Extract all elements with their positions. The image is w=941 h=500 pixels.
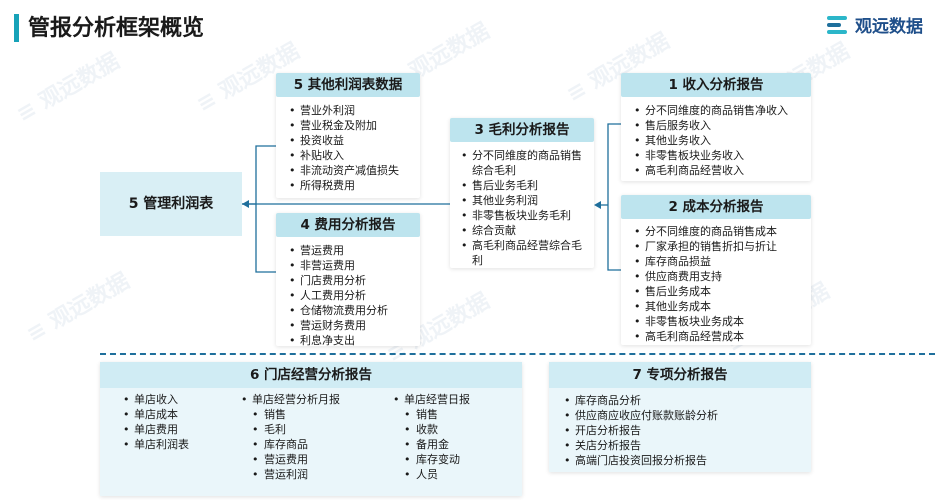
list-item: 单店成本: [122, 407, 242, 422]
expense-list: 营运费用 非营运费用 门店费用分析 人工费用分析 仓储物流费用分析 营运财务费用…: [288, 243, 418, 348]
store-col3-list: 单店经营日报 销售 收款 备用金 库存变动 人员: [392, 392, 517, 482]
brand: 观远数据: [825, 12, 923, 37]
brand-name: 观远数据: [855, 17, 923, 37]
list-item: 投资收益: [288, 133, 418, 148]
income-list: 分不同维度的商品销售净收入 售后服务收入 其他业务收入 非零售板块业务收入 高毛…: [633, 103, 809, 178]
list-item: 营运利润: [240, 467, 380, 482]
list-item: 其他业务成本: [633, 299, 811, 314]
list-item: 备用金: [392, 437, 517, 452]
gross-profit-analysis-title: 3 毛利分析报告: [450, 118, 594, 142]
section-divider: [100, 353, 935, 355]
list-item: 库存商品分析: [563, 393, 808, 408]
list-item: 营运费用: [288, 243, 418, 258]
store-col2-list: 单店经营分析月报 销售 毛利 库存商品 营运费用 营运利润: [240, 392, 380, 482]
list-item: 非营运费用: [288, 258, 418, 273]
list-item: 厂家承担的销售折扣与折让: [633, 239, 811, 254]
list-item: 非零售板块业务收入: [633, 148, 809, 163]
list-item: 仓储物流费用分析: [288, 303, 418, 318]
list-item: 非流动资产减值损失: [288, 163, 418, 178]
store-operation-title: 6 门店经营分析报告: [100, 362, 522, 388]
list-item: 单店收入: [122, 392, 242, 407]
list-item: 高毛利商品经营收入: [633, 163, 809, 178]
list-item: 库存商品: [240, 437, 380, 452]
expense-analysis-title: 4 费用分析报告: [276, 213, 420, 237]
list-item: 高毛利商品经营综合毛利: [460, 238, 590, 268]
store-operation-box: 6 门店经营分析报告 单店收入 单店成本 单店费用 单店利润表 单店经营分析月报…: [100, 362, 522, 496]
list-item: 人工费用分析: [288, 288, 418, 303]
list-item: 库存商品损益: [633, 254, 811, 269]
list-item: 非零售板块业务成本: [633, 314, 811, 329]
list-item: 分不同维度的商品销售净收入: [633, 103, 809, 118]
list-item: 其他业务利润: [460, 193, 590, 208]
list-item: 人员: [392, 467, 517, 482]
list-item: 收款: [392, 422, 517, 437]
special-analysis-title: 7 专项分析报告: [549, 362, 811, 388]
list-item: 关店分析报告: [563, 438, 808, 453]
list-item: 营业税金及附加: [288, 118, 418, 133]
cost-list: 分不同维度的商品销售成本 厂家承担的销售折扣与折让 库存商品损益 供应商费用支持…: [633, 224, 811, 344]
list-item: 单店经营分析月报: [240, 392, 380, 407]
list-item: 门店费用分析: [288, 273, 418, 288]
list-item: 单店经营日报: [392, 392, 517, 407]
other-profit-data-title: 5 其他利润表数据: [276, 73, 420, 97]
list-item: 供应商应收应付账款账龄分析: [563, 408, 808, 423]
special-analysis-box: 7 专项分析报告 库存商品分析 供应商应收应付账款账龄分析 开店分析报告 关店分…: [549, 362, 811, 472]
list-item: 其他业务收入: [633, 133, 809, 148]
income-analysis-title: 1 收入分析报告: [621, 73, 811, 97]
title-accent-bar: [14, 14, 19, 42]
list-item: 单店费用: [122, 422, 242, 437]
list-item: 高端门店投资回报分析报告: [563, 453, 808, 468]
store-col1-list: 单店收入 单店成本 单店费用 单店利润表: [122, 392, 242, 452]
page-title: 管报分析框架概览: [28, 16, 205, 41]
gross-profit-analysis-box: 3 毛利分析报告 分不同维度的商品销售综合毛利 售后业务毛利 其他业务利润 非零…: [450, 118, 594, 268]
list-item: 高毛利商品经营成本: [633, 329, 811, 344]
list-item: 售后服务收入: [633, 118, 809, 133]
list-item: 分不同维度的商品销售综合毛利: [460, 148, 590, 178]
list-item: 单店利润表: [122, 437, 242, 452]
list-item: 销售: [240, 407, 380, 422]
list-item: 毛利: [240, 422, 380, 437]
gross-profit-list: 分不同维度的商品销售综合毛利 售后业务毛利 其他业务利润 非零售板块业务毛利 综…: [460, 148, 590, 268]
brand-logo-icon: [827, 15, 847, 34]
list-item: 补贴收入: [288, 148, 418, 163]
other-profit-data-box: 5 其他利润表数据 营业外利润 营业税金及附加 投资收益 补贴收入 非流动资产减…: [276, 73, 420, 198]
expense-analysis-box: 4 费用分析报告 营运费用 非营运费用 门店费用分析 人工费用分析 仓储物流费用…: [276, 213, 420, 348]
list-item: 销售: [392, 407, 517, 422]
list-item: 营运费用: [240, 452, 380, 467]
list-item: 营运财务费用: [288, 318, 418, 333]
list-item: 非零售板块业务毛利: [460, 208, 590, 223]
cost-analysis-box: 2 成本分析报告 分不同维度的商品销售成本 厂家承担的销售折扣与折让 库存商品损…: [621, 195, 811, 345]
list-item: 综合贡献: [460, 223, 590, 238]
list-item: 售后业务成本: [633, 284, 811, 299]
list-item: 开店分析报告: [563, 423, 808, 438]
list-item: 分不同维度的商品销售成本: [633, 224, 811, 239]
special-list: 库存商品分析 供应商应收应付账款账龄分析 开店分析报告 关店分析报告 高端门店投…: [563, 393, 808, 468]
list-item: 营业外利润: [288, 103, 418, 118]
list-item: 利息净支出: [288, 333, 418, 348]
list-item: 所得税费用: [288, 178, 418, 193]
management-profit-table: 5 管理利润表: [100, 172, 242, 236]
other-profit-list: 营业外利润 营业税金及附加 投资收益 补贴收入 非流动资产减值损失 所得税费用: [288, 103, 418, 193]
list-item: 库存变动: [392, 452, 517, 467]
list-item: 售后业务毛利: [460, 178, 590, 193]
income-analysis-box: 1 收入分析报告 分不同维度的商品销售净收入 售后服务收入 其他业务收入 非零售…: [621, 73, 811, 181]
list-item: 供应商费用支持: [633, 269, 811, 284]
cost-analysis-title: 2 成本分析报告: [621, 195, 811, 219]
